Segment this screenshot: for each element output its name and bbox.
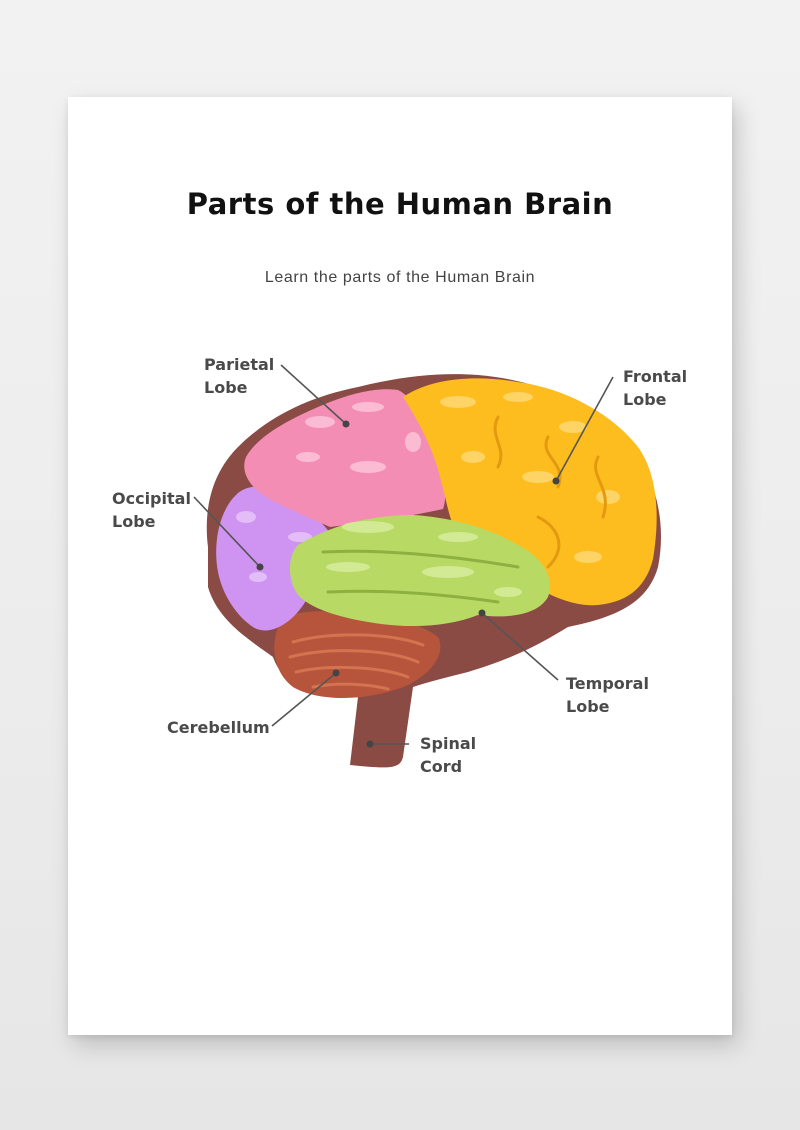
temporal-pointer — [481, 612, 559, 681]
occipital-highlights — [236, 511, 312, 582]
parietal-label-line1: Parietal — [204, 355, 275, 374]
pointer-dots — [256, 420, 560, 748]
parietal-highlights — [296, 402, 421, 473]
worksheet-page: Parts of the Human Brain Learn the parts… — [68, 97, 732, 1035]
parietal-label-line2: Lobe — [204, 378, 248, 397]
label-temporal-lobe: Temporal Lobe — [566, 672, 649, 718]
temporal-highlights — [326, 521, 522, 597]
parietal-lobe-shape — [244, 389, 446, 527]
label-occipital-lobe: Occipital Lobe — [112, 487, 191, 533]
cerebellum-label-line1: Cerebellum — [167, 718, 270, 737]
frontal-label-line2: Lobe — [623, 390, 667, 409]
frontal-highlights — [440, 392, 620, 563]
cerebellum-shape — [274, 611, 441, 699]
label-parietal-lobe: Parietal Lobe — [204, 353, 274, 399]
temporal-grooves — [321, 549, 520, 604]
label-spinal-cord: Spinal Cord — [420, 732, 476, 778]
page-subtitle: Learn the parts of the Human Brain — [264, 269, 536, 286]
frontal-lobe-shape — [403, 378, 657, 606]
occipital-label-line2: Lobe — [112, 512, 156, 531]
frontal-label-line1: Frontal — [623, 367, 688, 386]
brain-diagram — [193, 364, 661, 768]
pointer-lines — [193, 364, 614, 745]
temporal-lobe-shape — [289, 515, 550, 627]
cerebellum-pointer — [271, 672, 337, 727]
spinal-cord-shape — [351, 687, 404, 767]
occipital-pointer — [193, 496, 261, 568]
label-cerebellum: Cerebellum — [167, 716, 270, 739]
page-title: Parts of the Human Brain — [186, 187, 614, 221]
temporal-label-line1: Temporal — [566, 674, 649, 693]
frontal-pointer — [555, 376, 614, 482]
spinal-label-line2: Cord — [420, 757, 463, 776]
occipital-label-line1: Occipital — [112, 489, 191, 508]
spinal-label-line1: Spinal — [420, 734, 477, 753]
parietal-pointer — [280, 364, 347, 425]
label-frontal-lobe: Frontal Lobe — [623, 365, 687, 411]
temporal-label-line2: Lobe — [566, 697, 610, 716]
frontal-grooves — [493, 415, 607, 569]
